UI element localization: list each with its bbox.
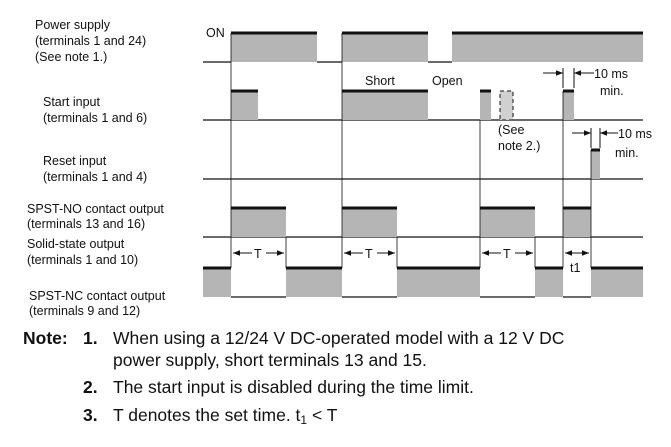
note2-label: note 2.) xyxy=(498,139,540,153)
note-3-text-a: T denotes the set time. t xyxy=(113,405,301,425)
set-time-label-1: T xyxy=(254,247,262,261)
spst-nc-waveform xyxy=(203,266,643,298)
spst-nc-label: SPST-NC contact output xyxy=(29,289,166,303)
note-1-number-text: 1. xyxy=(83,328,98,348)
set-time-label-3: T xyxy=(503,247,511,261)
power-supply-note: (See note 1.) xyxy=(35,50,107,64)
start-input-label: Start input xyxy=(43,95,101,109)
note-title-text: Note: xyxy=(23,328,68,348)
power-supply-label: Power supply xyxy=(35,18,111,32)
short-label: Short xyxy=(365,74,395,88)
note-1-line-1: When using a 12/24 V DC-operated model w… xyxy=(113,328,565,348)
signal-labels: Power supply (terminals 1 and 24) (See n… xyxy=(27,18,166,318)
timing-reference-lines xyxy=(230,33,592,268)
start-min-label: min. xyxy=(600,84,624,98)
spst-nc-terminals: (terminals 9 and 12) xyxy=(29,304,140,318)
timing-diagram: Power supply (terminals 1 and 24) (See n… xyxy=(27,18,652,318)
start-10ms-label: 10 ms xyxy=(594,67,628,81)
power-supply-terminals: (terminals 1 and 24) xyxy=(35,34,146,48)
open-label: Open xyxy=(432,74,463,88)
solid-state-label: Solid-state output xyxy=(27,237,125,251)
reset-input-waveform: 10 ms min. xyxy=(203,127,652,180)
note-2-number-text: 2. xyxy=(83,377,98,397)
reset-10ms-label: 10 ms xyxy=(618,127,652,141)
solid-state-terminals: (terminals 1 and 10) xyxy=(27,253,138,267)
start-input-waveform: Short Open (See note 2.) 10 ms min. xyxy=(203,67,643,153)
power-supply-waveform: ON xyxy=(203,26,643,63)
spst-no-label: SPST-NO contact output xyxy=(27,202,164,216)
t1-label: t1 xyxy=(570,261,580,275)
note-3-subscript: 1 xyxy=(300,413,308,427)
reset-min-label: min. xyxy=(615,146,639,160)
note-3-number-text: 3. xyxy=(83,405,98,425)
note-3-text-b: < T xyxy=(307,405,338,425)
reset-input-label: Reset input xyxy=(43,154,107,168)
set-time-dimensions: T T T t1 xyxy=(233,247,589,275)
start-input-terminals: (terminals 1 and 6) xyxy=(43,111,147,125)
note-3-number: 3. xyxy=(83,405,98,426)
reset-input-terminals: (terminals 1 and 4) xyxy=(43,170,147,184)
note-3-text: T denotes the set time. t1 < T xyxy=(113,405,337,431)
set-time-label-2: T xyxy=(365,247,373,261)
see-note-label: (See xyxy=(498,123,524,137)
note-1-line-2: power supply, short terminals 13 and 15. xyxy=(113,350,427,370)
note-title: Note: xyxy=(23,328,68,349)
note-1-number: 1. xyxy=(83,328,98,349)
on-label: ON xyxy=(206,26,225,40)
note-2-text: The start input is disabled during the t… xyxy=(113,377,474,397)
spst-no-waveform xyxy=(203,206,643,238)
spst-no-terminals: (terminals 13 and 16) xyxy=(27,217,145,231)
note-2-number: 2. xyxy=(83,377,98,398)
